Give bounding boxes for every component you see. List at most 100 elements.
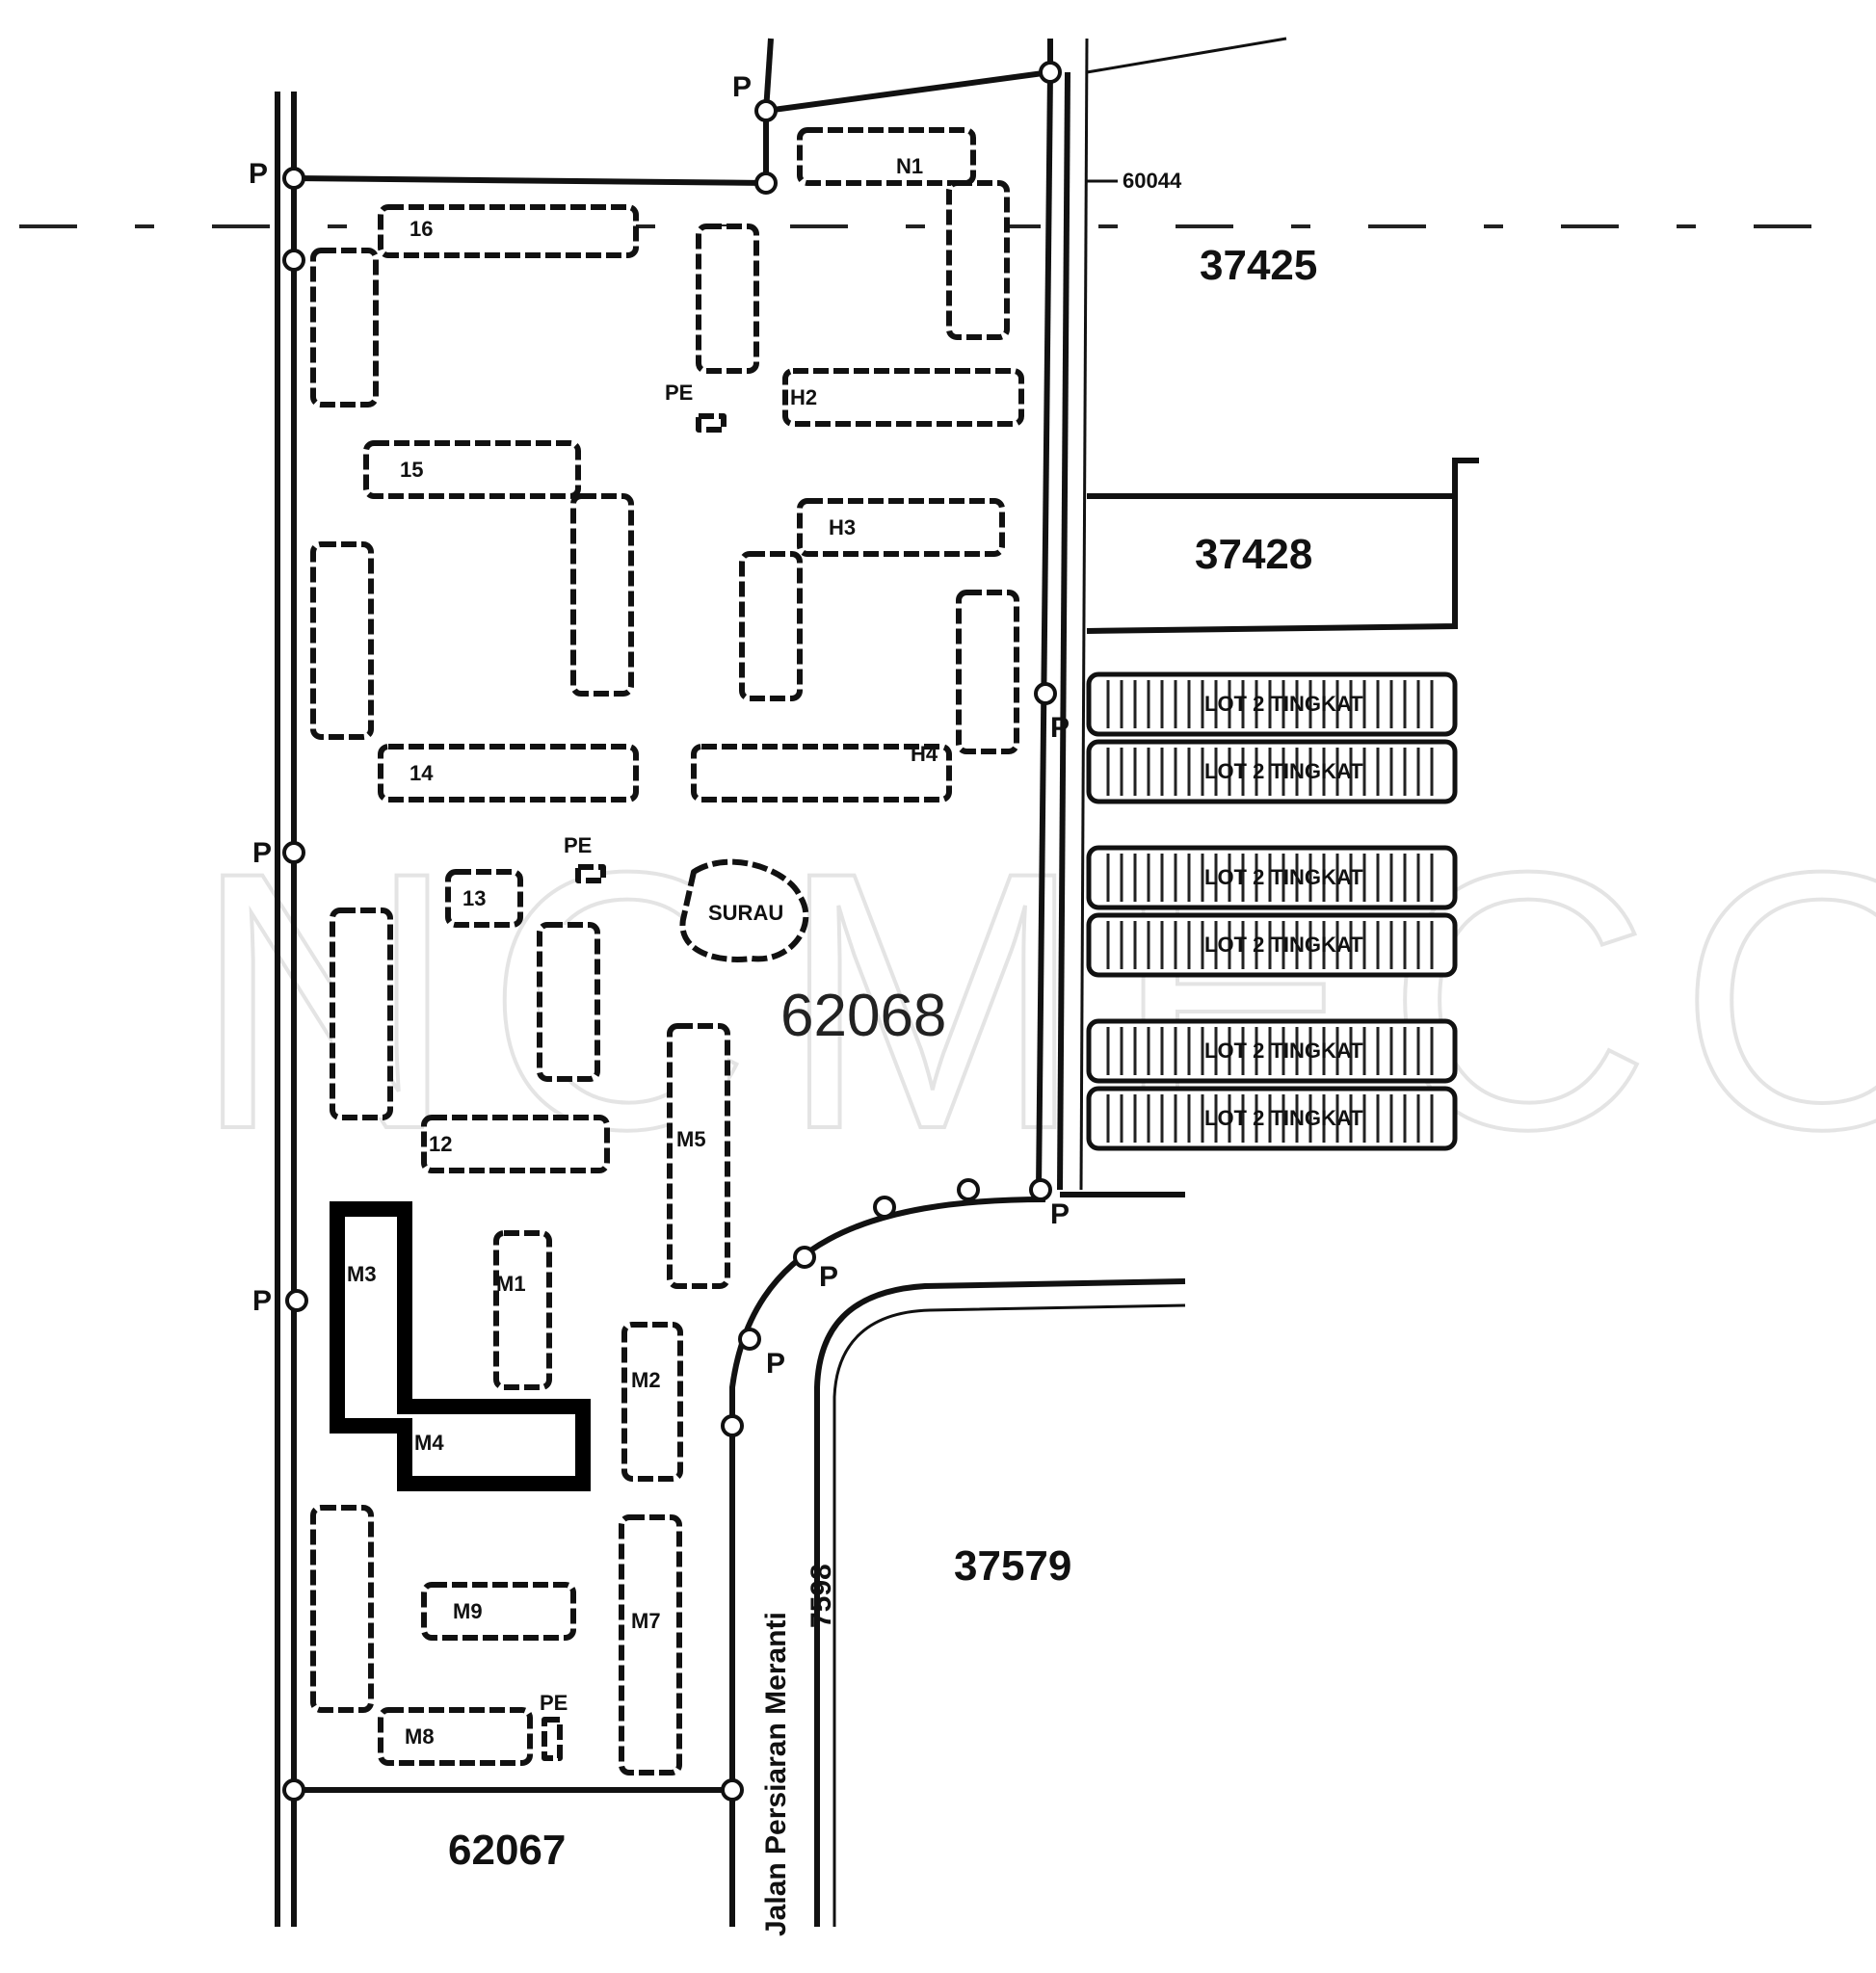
block-12-wing-a — [330, 908, 393, 1120]
pe-box-2 — [575, 864, 606, 883]
block-m8-label: M8 — [405, 1724, 435, 1749]
road-code-label: 7598 — [806, 1564, 837, 1628]
block-h2-wing-b — [782, 368, 1024, 427]
survey-node — [1029, 1178, 1052, 1201]
ne-lot-line — [1086, 37, 1287, 74]
lot-37428-tail — [1452, 458, 1479, 496]
survey-node — [721, 1414, 744, 1437]
survey-node — [282, 841, 305, 864]
terrace-row-label-1: LOT 2 TINGKAT — [1204, 692, 1363, 716]
lot-37428-boundary — [1086, 493, 1458, 634]
block-15-wing-b — [570, 493, 634, 697]
south-curved-road-inner — [814, 1278, 1186, 1927]
road-name-label: Jalan Persiaran Meranti — [760, 1612, 792, 1936]
east-road-line — [1036, 71, 1053, 1191]
block-13-label: 13 — [462, 886, 486, 910]
block-m8-wing-a — [310, 1505, 374, 1713]
block-h3-wing-b — [739, 551, 803, 701]
block-h4-label: H4 — [911, 742, 938, 766]
survey-node — [738, 1328, 761, 1351]
terrace-row-label-2: LOT 2 TINGKAT — [1204, 759, 1363, 783]
south-curved-road-inner-2 — [832, 1303, 1186, 1927]
residential-blocks: 16 N1 H2 PE 15 14 H3 H4 13 PE — [310, 127, 1024, 1776]
east-road-line-2 — [1057, 71, 1070, 1191]
block-12-wing-b — [421, 1115, 610, 1173]
survey-node — [1034, 682, 1057, 705]
survey-node — [282, 1778, 305, 1802]
block-n1-wing-b — [946, 180, 1010, 340]
block-14-label: 14 — [410, 761, 434, 785]
surau-label: SURAU — [708, 901, 783, 925]
block-h2-wing-a — [696, 224, 759, 374]
east-road-line-3 — [1079, 38, 1089, 1191]
pe-box-1 — [696, 413, 727, 433]
block-h3-wing-a — [797, 498, 1005, 557]
block-h2-label: H2 — [790, 385, 817, 409]
block-14-wing-a — [310, 541, 374, 740]
terrace-row-label-4: LOT 2 TINGKAT — [1204, 933, 1363, 957]
highlighted-block: M4 M3 — [330, 1201, 591, 1491]
survey-node — [793, 1246, 816, 1269]
block-m1-label: M1 — [496, 1272, 526, 1296]
block-13-wing-a — [445, 869, 523, 928]
survey-node — [754, 171, 778, 195]
south-curved-road — [729, 1192, 1185, 1927]
block-m2-label: M2 — [631, 1368, 661, 1392]
terrace-row-label-5: LOT 2 TINGKAT — [1204, 1039, 1363, 1063]
block-h3-label: H3 — [829, 515, 856, 539]
p-marker: P — [1050, 1198, 1070, 1230]
terrace-row-label-3: LOT 2 TINGKAT — [1204, 865, 1363, 889]
block-14-wing-b — [378, 744, 639, 802]
block-h4-wing-b — [956, 590, 1019, 754]
pe-label-3: PE — [540, 1691, 568, 1715]
survey-node — [285, 1289, 308, 1312]
lot-37579-label: 37579 — [954, 1542, 1071, 1590]
survey-nodes — [282, 61, 1062, 1802]
block-m4-label: M4 — [414, 1431, 444, 1455]
block-n1-label: N1 — [896, 154, 923, 178]
block-m8-wing-b — [378, 1707, 533, 1766]
block-m9-label: M9 — [453, 1599, 483, 1623]
block-16-label: 16 — [410, 217, 433, 241]
block-m1 — [493, 1230, 552, 1390]
block-16-wing-b — [310, 248, 379, 408]
block-16-wing-a — [378, 204, 639, 258]
survey-node — [721, 1778, 744, 1802]
block-m5 — [667, 1023, 730, 1289]
terrace-rows: LOT 2 TINGKAT LOT 2 TINGKAT LOT 2 TINGKA… — [1086, 671, 1458, 1151]
block-m7 — [619, 1514, 682, 1776]
survey-node — [282, 167, 305, 190]
pe-label-1: PE — [665, 381, 693, 405]
survey-node — [957, 1178, 980, 1201]
block-15-wing-a — [363, 440, 581, 499]
survey-node — [1039, 61, 1062, 84]
block-m2 — [621, 1322, 683, 1482]
p-marker: P — [252, 1285, 272, 1317]
block-m3-label: M3 — [347, 1262, 377, 1286]
block-15-label: 15 — [400, 458, 423, 482]
block-m9 — [421, 1582, 576, 1641]
p-marker: P — [1050, 712, 1070, 744]
surau-building — [679, 858, 809, 962]
block-n1-wing-a — [797, 127, 976, 186]
road-tag-label: 60044 — [1123, 169, 1182, 193]
p-marker: P — [766, 1348, 785, 1380]
block-12-label: 12 — [429, 1132, 452, 1156]
p-marker: P — [732, 71, 752, 103]
north-spur — [763, 38, 774, 112]
p-marker: P — [252, 837, 272, 869]
survey-node — [282, 249, 305, 272]
block-13-wing-b — [537, 922, 600, 1082]
p-marker: P — [819, 1261, 838, 1293]
lot-62068-label: 62068 — [780, 983, 946, 1049]
block-h4-wing-a — [691, 744, 952, 802]
p-markers: P P P P P P P P — [249, 71, 1070, 1380]
pe-label-2: PE — [564, 833, 592, 857]
lot-37428-label: 37428 — [1195, 531, 1312, 578]
highlighted-block-outline — [330, 1201, 591, 1491]
p-marker: P — [249, 158, 268, 190]
block-m7-label: M7 — [631, 1609, 661, 1633]
survey-node — [754, 99, 778, 122]
lot-62067-label: 62067 — [448, 1827, 566, 1874]
